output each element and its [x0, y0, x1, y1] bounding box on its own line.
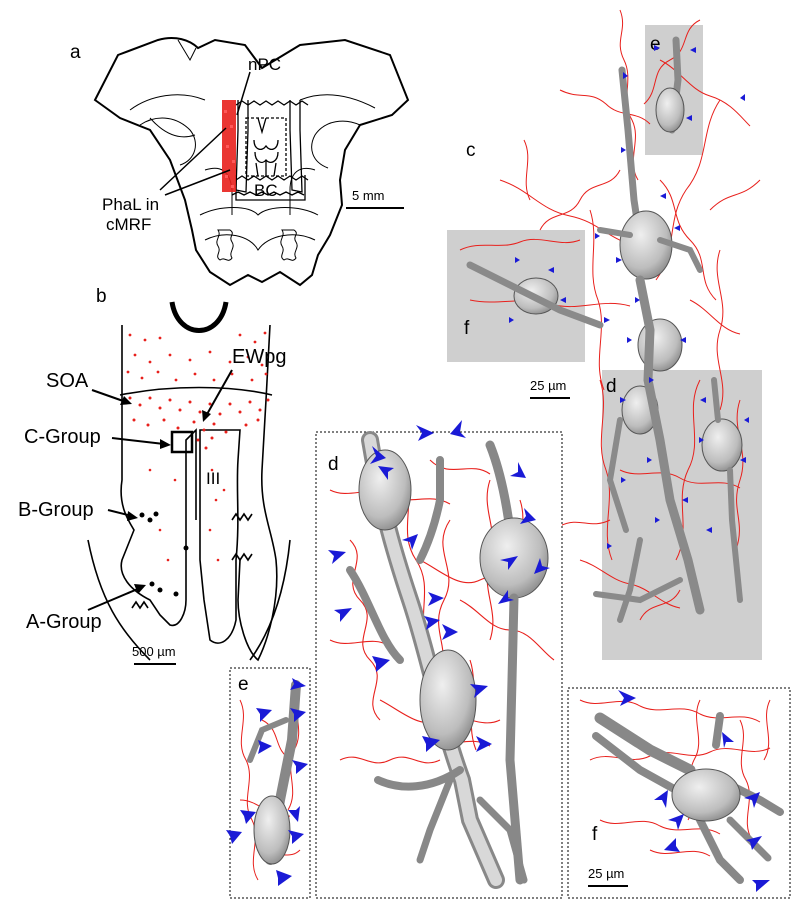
d-dendrite-bottom-mid — [416, 776, 454, 864]
label-phal-in: PhaL in — [102, 195, 159, 214]
f-dendrite-down-right — [726, 816, 772, 862]
phal-injection-speckle — [224, 110, 235, 188]
c-dendrite-branch-7 — [617, 537, 643, 623]
label-cmrf: cMRF — [106, 215, 151, 234]
brainstem-section-outline — [93, 37, 410, 287]
label-c-group: C-Group — [24, 426, 101, 448]
scale-label-c: 25 µm — [530, 378, 566, 393]
ewpg-arrow-line — [205, 369, 233, 417]
c-group-box — [170, 430, 194, 454]
c-soma-d — [701, 418, 743, 472]
scale-label-f: 25 µm — [588, 866, 624, 881]
aqueduct-outline — [169, 301, 229, 333]
inset-label-e: e — [650, 34, 661, 55]
a-group-arrow-line — [87, 587, 141, 611]
panel-c: e f d c — [447, 9, 762, 660]
c-dendrite-trunk — [635, 275, 705, 615]
panel-c-letter: c — [466, 140, 476, 161]
panel-a-letter: a — [70, 42, 81, 63]
f-dendrite-lower — [592, 732, 680, 794]
panel-f-neuron — [592, 712, 784, 884]
panel-d-letter: d — [328, 454, 339, 475]
inset-label-f: f — [464, 318, 470, 339]
soa-arrowhead — [120, 396, 132, 405]
phal-pointer-line-2 — [164, 169, 231, 196]
d-dendrite-left — [346, 566, 404, 664]
b-group-arrowhead — [127, 511, 138, 521]
label-b-group: B-Group — [18, 499, 94, 521]
c-soma-e — [655, 87, 685, 133]
c-dendrite-branch-2 — [711, 377, 721, 423]
scale-label-a: 5 mm — [352, 188, 385, 203]
inset-label-d: d — [606, 376, 617, 397]
panel-c-axons — [459, 9, 761, 621]
group-black-dots — [139, 511, 189, 597]
c-group-arrow-line — [111, 437, 165, 445]
d-axon-right — [505, 593, 525, 885]
c-dendrite-branch-4 — [593, 577, 683, 604]
label-npc: nPC — [248, 55, 281, 74]
c-dendrite-branch-6 — [597, 227, 633, 238]
c-soma-main-1 — [619, 210, 673, 280]
label-nucleus-iii: III — [206, 469, 220, 488]
e-dendrite-branch — [247, 717, 289, 763]
label-bc: BC — [254, 181, 278, 200]
scale-label-b: 500 µm — [132, 644, 176, 659]
panel-f: f 25 µm — [567, 687, 791, 899]
label-a-group: A-Group — [26, 611, 102, 633]
d-soma-upper — [358, 449, 412, 531]
panel-e-arrowheads — [226, 678, 308, 886]
phal-pointer-line-1 — [159, 127, 227, 191]
panel-f-arrowheads — [618, 690, 770, 892]
a-group-arrowhead — [134, 584, 146, 594]
label-ewpg: EWpg — [232, 346, 286, 368]
ewpg-arrowhead — [202, 410, 211, 422]
panel-d-arrowheads — [328, 420, 550, 752]
d-dendrite-upper-right — [416, 456, 444, 564]
panel-a: a — [70, 37, 410, 287]
panel-d-neuron — [346, 431, 549, 889]
c-dendrite-branch-3 — [727, 467, 743, 603]
f-dendrite-up — [712, 712, 724, 749]
c-dendrite-branch-5 — [657, 237, 703, 273]
panel-f-axons — [579, 699, 771, 857]
panel-d: d — [315, 420, 563, 899]
c-dendrite-branch-1 — [606, 417, 629, 533]
npc-pointer-line — [236, 71, 251, 116]
panel-b: b — [18, 286, 291, 665]
d-dendrite-bottom-left — [374, 766, 464, 791]
oculomotor-outline — [87, 324, 291, 662]
f-dendrite-down — [696, 816, 744, 884]
c-group-arrowhead — [160, 439, 171, 449]
panel-c-arrowheads — [509, 45, 749, 549]
panel-c-neuron — [466, 36, 743, 623]
panel-b-letter: b — [96, 286, 107, 307]
c-dendrite-f — [466, 261, 604, 329]
panel-e-letter: e — [238, 674, 249, 695]
f-dendrite-upper — [594, 712, 696, 776]
panel-f-letter: f — [592, 824, 598, 845]
soa-arrow-line — [91, 389, 127, 403]
d-soma-lower — [419, 649, 477, 751]
f-soma — [671, 768, 741, 822]
panel-e: e — [226, 667, 311, 899]
label-soa: SOA — [46, 370, 89, 392]
e-soma — [253, 795, 291, 865]
